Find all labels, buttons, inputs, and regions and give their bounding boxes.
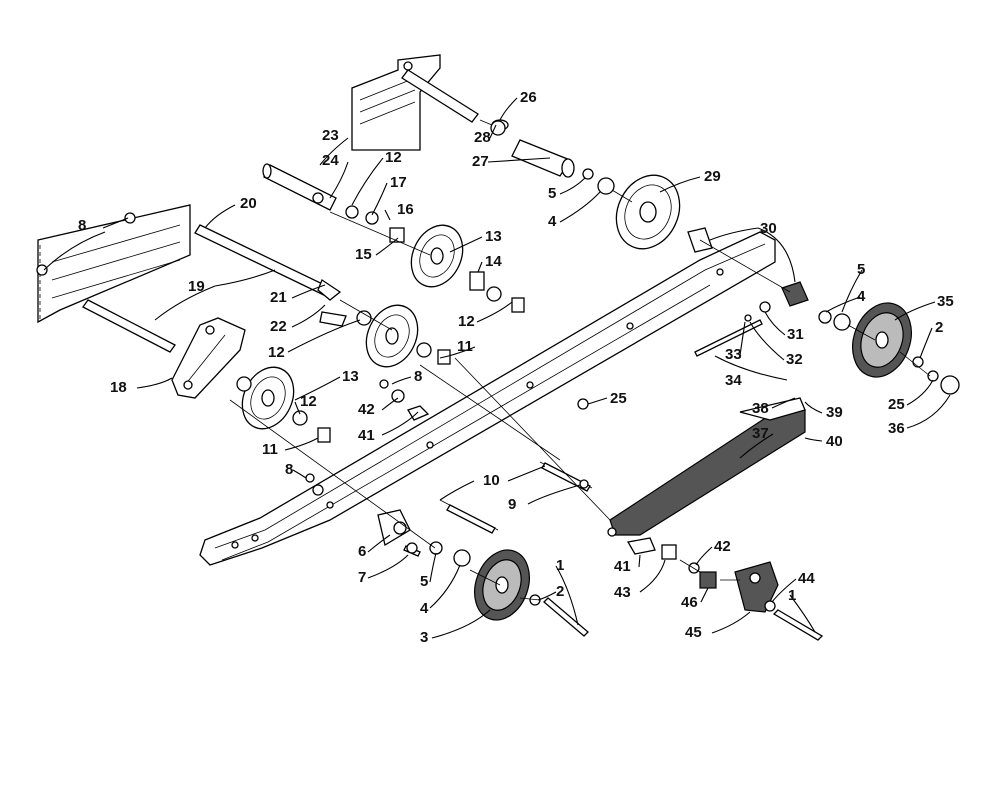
callout-32: 32 [786, 351, 803, 368]
callout-2: 2 [935, 319, 943, 336]
callout-10: 10 [483, 472, 500, 489]
bracket-45 [734, 561, 779, 613]
callout-19: 19 [188, 278, 205, 295]
callout-5: 5 [420, 573, 428, 590]
callout-21: 21 [270, 289, 287, 306]
callout-25: 25 [610, 390, 627, 407]
callout-30: 30 [760, 220, 777, 237]
wheel-3 [474, 549, 530, 621]
callout-23: 23 [322, 127, 339, 144]
callout-44: 44 [798, 570, 815, 587]
wheel-13-upper [410, 224, 464, 288]
callout-8: 8 [414, 368, 422, 385]
callout-41: 41 [614, 558, 631, 575]
callout-14: 14 [485, 253, 502, 270]
callout-40: 40 [826, 433, 843, 450]
callout-46: 46 [681, 594, 698, 611]
callout-13: 13 [342, 368, 359, 385]
wheel-35 [852, 302, 912, 378]
callout-8: 8 [78, 217, 86, 234]
callout-16: 16 [397, 201, 414, 218]
shaft-23 [262, 163, 337, 211]
bracket-18 [171, 317, 246, 399]
callout-1: 1 [556, 557, 564, 574]
callout-42: 42 [714, 538, 731, 555]
callout-34: 34 [725, 372, 742, 389]
callout-4: 4 [420, 600, 429, 617]
callout-43: 43 [614, 584, 631, 601]
callout-6: 6 [358, 543, 366, 560]
leader-lines [43, 97, 951, 639]
wheel-13-middle [365, 304, 419, 368]
alignment-lines [229, 119, 931, 601]
callout-33: 33 [725, 346, 742, 363]
callout-1: 1 [788, 587, 796, 604]
upper-rail-fragment [351, 54, 441, 151]
small-spacers [36, 120, 960, 641]
callout-labels: 8 20 19 23 24 12 17 16 15 28 26 27 5 4 2… [78, 89, 954, 646]
wheel-29 [615, 174, 681, 250]
callout-13: 13 [485, 228, 502, 245]
callout-7: 7 [358, 569, 366, 586]
callout-25: 25 [888, 396, 905, 413]
callout-28: 28 [474, 129, 491, 146]
callout-12: 12 [300, 393, 317, 410]
callout-39: 39 [826, 404, 843, 421]
callout-12: 12 [268, 344, 285, 361]
callout-31: 31 [787, 326, 804, 343]
callout-15: 15 [355, 246, 372, 263]
callout-24: 24 [322, 152, 339, 169]
callout-12: 12 [458, 313, 475, 330]
callout-5: 5 [857, 261, 865, 278]
callout-37: 37 [752, 425, 769, 442]
callout-22: 22 [270, 318, 287, 335]
callout-45: 45 [685, 624, 702, 641]
callout-26: 26 [520, 89, 537, 106]
callout-2: 2 [556, 583, 564, 600]
callout-17: 17 [390, 174, 407, 191]
callout-18: 18 [110, 379, 127, 396]
callout-4: 4 [857, 288, 866, 305]
callout-20: 20 [240, 195, 257, 212]
callout-38: 38 [752, 400, 769, 417]
callout-8: 8 [285, 461, 293, 478]
callout-36: 36 [888, 420, 905, 437]
callout-27: 27 [472, 153, 489, 170]
callout-35: 35 [937, 293, 954, 310]
callout-42: 42 [358, 401, 375, 418]
callout-29: 29 [704, 168, 721, 185]
callout-11: 11 [262, 441, 278, 458]
callout-41: 41 [358, 427, 375, 444]
callout-12: 12 [385, 149, 402, 166]
callout-3: 3 [420, 629, 428, 646]
callout-9: 9 [508, 496, 516, 513]
callout-4: 4 [548, 213, 557, 230]
arm-37 [609, 397, 806, 536]
left-rail-fragment [37, 204, 191, 324]
wheel-13-lower [241, 366, 295, 430]
axle-shaft-26-27 [401, 69, 575, 178]
callout-5: 5 [548, 185, 556, 202]
callout-11: 11 [457, 338, 473, 355]
